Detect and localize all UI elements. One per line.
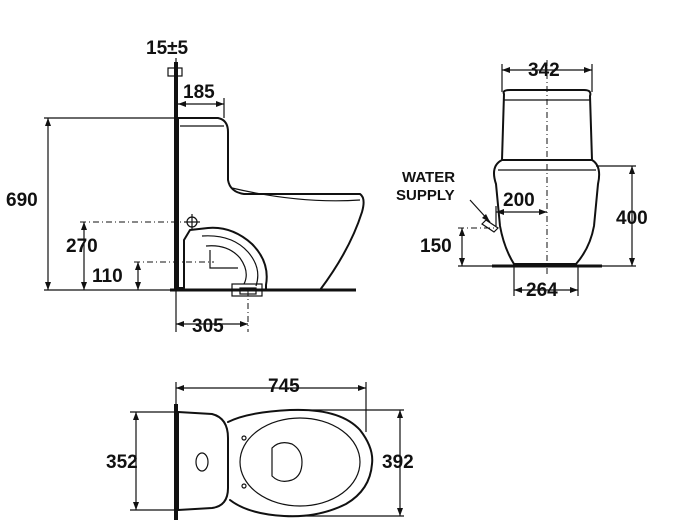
dim-392-arrow-top <box>397 410 403 418</box>
seat-outer <box>239 417 361 507</box>
dim-150-arrow-top <box>459 228 465 236</box>
dim-392-arrow-bottom <box>397 508 403 516</box>
dim-length-label: 745 <box>268 376 300 397</box>
dim-352-arrow-top <box>133 412 139 420</box>
dim-offset-label: 15±5 <box>146 38 189 59</box>
trapway <box>201 235 259 287</box>
dim-outlet-offset-label: 305 <box>192 316 224 337</box>
front-supply-valve <box>481 219 499 233</box>
front-body-outline <box>493 159 601 265</box>
dim-305-arrow-right <box>240 321 248 327</box>
dim-264-arrow-left <box>514 287 522 293</box>
side-view: 15±5 185 690 270 110 305 <box>6 38 365 337</box>
front-tank-outline <box>501 89 593 161</box>
outlet-flange <box>231 283 263 297</box>
front-view: 342 WATER SUPPLY 200 150 400 264 <box>396 60 648 301</box>
dim-supply-height-label: 150 <box>420 236 452 257</box>
dim-270-arrow-bottom <box>81 282 87 290</box>
bowl-inner-curve <box>231 187 361 202</box>
dim-outlet-height-label: 110 <box>92 266 123 287</box>
dim-110-arrow-bottom <box>135 282 141 290</box>
toilet-side-outline <box>177 117 365 291</box>
dim-400-arrow-top <box>629 166 635 174</box>
top-bowl-outline <box>227 408 374 518</box>
dim-150-arrow-bottom <box>459 258 465 266</box>
dim-110-arrow-top <box>135 262 141 270</box>
dim-base-width-label: 264 <box>526 280 558 301</box>
dim-bowl-width-label: 392 <box>382 452 414 473</box>
dim-body-height-label: 400 <box>616 208 648 229</box>
flush-button <box>195 452 209 472</box>
dim-690-arrow-bottom <box>45 282 51 290</box>
dim-690-arrow-top <box>45 118 51 126</box>
dim-400-arrow-bottom <box>629 258 635 266</box>
hinge-mark-2 <box>241 483 247 489</box>
dim-height-total-label: 690 <box>6 190 38 211</box>
seat-opening <box>271 442 303 482</box>
wall-offset-block <box>167 67 183 77</box>
dim-185-arrow-left <box>178 101 186 107</box>
hinge-mark-1 <box>241 435 247 441</box>
supply-label-line1: WATER <box>402 169 455 186</box>
dim-745-arrow-right <box>358 385 366 391</box>
dim-185-arrow-right <box>216 101 224 107</box>
dim-342-arrow-left <box>502 67 510 73</box>
dim-270-arrow-top <box>81 222 87 230</box>
supply-leader-arrow <box>482 214 490 222</box>
dim-depth-back-label: 185 <box>183 82 215 103</box>
dim-342-arrow-right <box>584 67 592 73</box>
dim-305-arrow-left <box>176 321 184 327</box>
dim-200-arrow-right <box>539 209 547 215</box>
dim-352-arrow-bottom <box>133 502 139 510</box>
supply-label-line2: SUPPLY <box>396 187 455 204</box>
dim-tank-depth-label: 352 <box>106 452 138 473</box>
dim-supply-offset-label: 200 <box>503 190 535 211</box>
dim-tank-width-label: 342 <box>528 60 560 81</box>
dim-water-height-label: 270 <box>66 236 98 257</box>
dim-745-arrow-left <box>176 385 184 391</box>
dim-264-arrow-right <box>570 287 578 293</box>
dim-200-arrow-left <box>496 209 504 215</box>
top-view: 745 352 392 <box>106 376 414 520</box>
top-tank-outline <box>177 411 229 511</box>
